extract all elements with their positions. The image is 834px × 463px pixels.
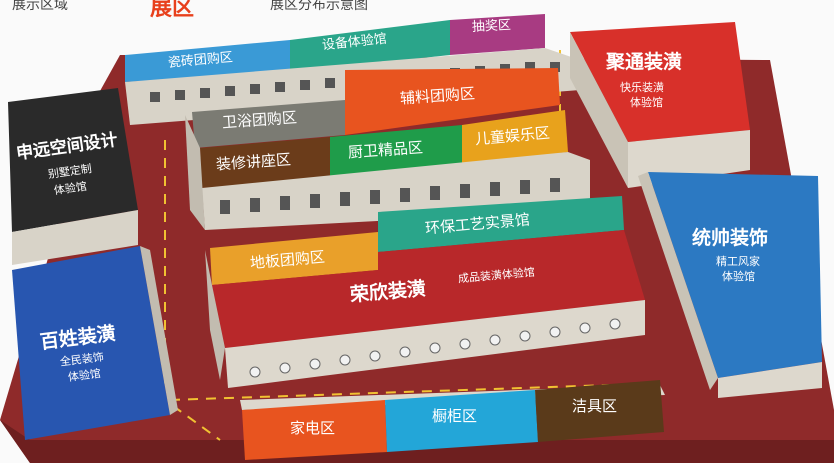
jutong-title-label: 聚通装潢 [606, 51, 683, 73]
ceramic-zone-sign [125, 40, 290, 82]
bottom-block [240, 380, 665, 460]
cabinet-zone-sign [385, 390, 538, 452]
eco-zone-sign [378, 196, 624, 252]
lottery-zone-sign [450, 14, 545, 55]
shenyuan-block [8, 88, 138, 265]
sanitary-zone-sign [535, 380, 664, 442]
lecture-zone-sign [200, 137, 330, 188]
jutong-sub-label-1: 快乐装潢 [620, 81, 664, 94]
middle-upper-block [185, 68, 590, 230]
rongxin-side-wall [205, 250, 225, 380]
accessory-zone-sign [345, 68, 560, 135]
appliance-zone-sign [242, 400, 387, 460]
baixing-roof [12, 246, 170, 440]
tongshuai-sub-label-1: 精工风家 [716, 255, 760, 268]
shenyuan-roof [8, 88, 138, 232]
tongshuai-front-wall [718, 362, 822, 398]
bathroom-zone-sign [192, 100, 345, 148]
header-right-text: 展区分布示意图 [270, 0, 368, 13]
header-red-text: 展区 [150, 0, 195, 21]
shenyuan-wall [12, 210, 138, 265]
jutong-wall [570, 32, 628, 188]
tongshuai-title-label: 统帅装饰 [692, 227, 769, 249]
jutong-sub-label-2: 体验馆 [630, 96, 663, 109]
rongxin-block [205, 196, 645, 388]
baixing-side-wall [140, 246, 178, 415]
cabinet-zone-label: 橱柜区 [432, 407, 478, 425]
baixing-block [12, 246, 178, 440]
tongshuai-sub-label-2: 体验馆 [722, 270, 755, 283]
header-left-text: 展示区域 [12, 0, 68, 13]
middle-upper-side [185, 115, 205, 230]
lottery-zone-label: 抽奖区 [471, 17, 512, 36]
tongshuai-roof [648, 172, 822, 378]
floor-zone-sign [210, 232, 378, 285]
rongxin-front-chairs [249, 318, 621, 378]
tongshuai-block [638, 172, 822, 398]
sanitary-zone-label: 洁具区 [572, 397, 618, 415]
kids-zone-sign [462, 110, 568, 166]
tongshuai-wall [638, 172, 718, 390]
kitchen-zone-sign [330, 125, 462, 178]
middle-upper-booths [220, 178, 560, 214]
rongxin-roof [212, 230, 645, 348]
appliance-zone-label: 家电区 [290, 419, 336, 437]
jutong-roof [570, 22, 750, 142]
